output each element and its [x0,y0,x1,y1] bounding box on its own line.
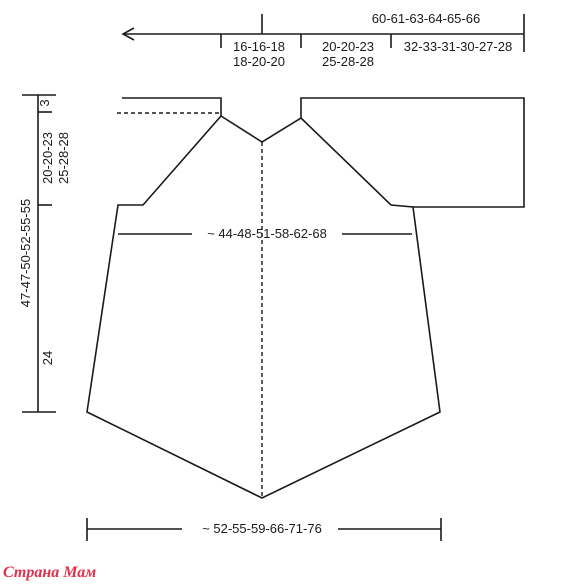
sleeve-width-label: 32-33-31-30-27-28 [404,39,512,54]
raglan-width-label-1: 20-20-23 [322,39,374,54]
neck-and-sleeve-edge [220,97,525,208]
bottom-dimension [86,518,442,541]
lower-height-label: 24 [40,351,55,365]
total-height-label: 47-47-50-52-55-55 [18,199,33,307]
top-dimension [121,14,525,52]
raglan-height-label-2: 25-28-28 [56,132,71,184]
left-dimension [22,94,56,413]
raglan-width-label-2: 25-28-28 [322,54,374,69]
chest-width-label: ~ 44-48-51-58-62-68 [207,226,327,241]
body-outline [86,115,441,499]
left-shoulder-edge [122,97,222,116]
top-total-label: 60-61-63-64-65-66 [372,11,480,26]
top-small-label: 3 [37,99,52,106]
garment-outline [86,97,525,499]
raglan-height-label-1: 20-20-23 [40,132,55,184]
neck-width-label-1: 16-16-18 [233,39,285,54]
neck-width-label-2: 18-20-20 [233,54,285,69]
watermark-logo: Страна Мам [3,564,96,581]
bottom-width-label: ~ 52-55-59-66-71-76 [202,521,322,536]
top-arrow-head [121,27,135,41]
